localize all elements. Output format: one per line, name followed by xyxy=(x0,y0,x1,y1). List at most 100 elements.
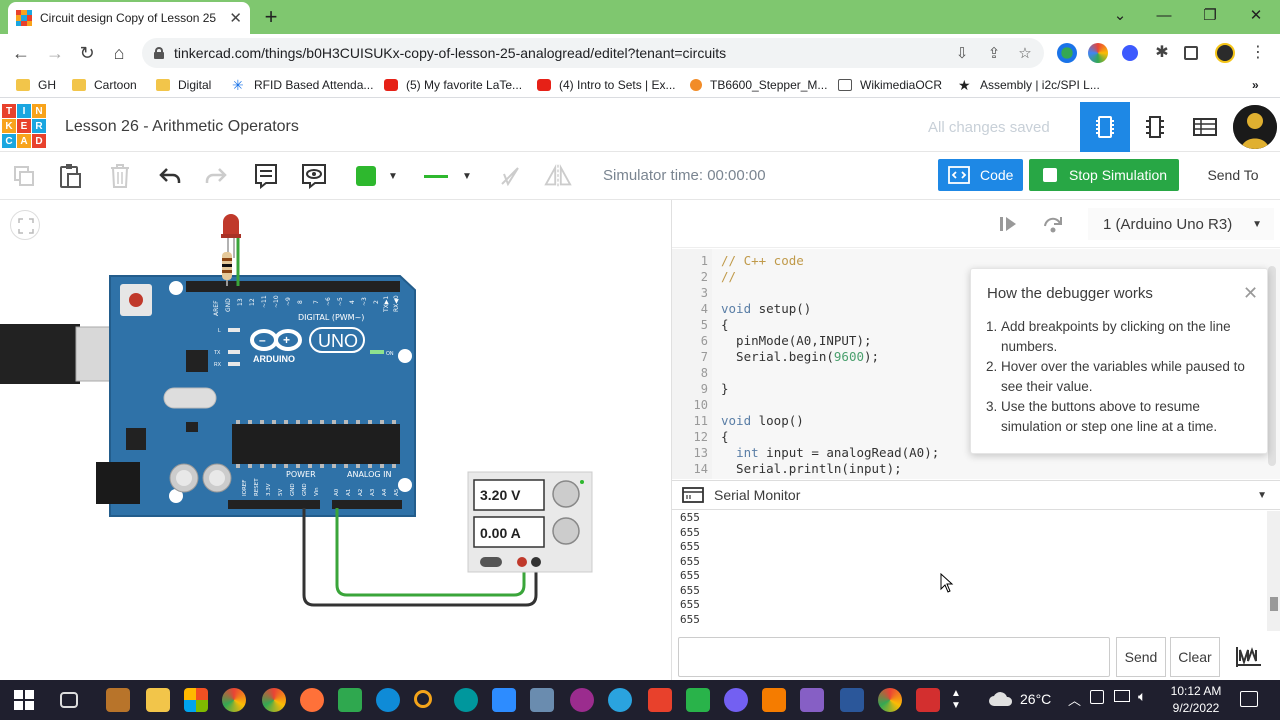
bookmark-latex[interactable]: (5) My favorite LaTe... xyxy=(384,76,522,94)
fritzing-icon[interactable] xyxy=(916,688,940,712)
close-tab-icon[interactable]: ✕ xyxy=(229,10,242,27)
line-number[interactable]: 10 xyxy=(693,398,708,412)
note-icon[interactable] xyxy=(252,162,280,190)
line-number[interactable]: 13 xyxy=(693,446,708,460)
delete-icon[interactable] xyxy=(106,162,134,190)
line-number-gutter[interactable] xyxy=(672,249,712,479)
chevron-up-icon[interactable]: ︿ xyxy=(1068,693,1082,708)
user-avatar[interactable] xyxy=(1233,105,1277,149)
visual-studio-icon[interactable] xyxy=(800,688,824,712)
word-icon[interactable] xyxy=(840,688,864,712)
code-button[interactable]: Code xyxy=(938,159,1023,191)
more-bookmarks-icon[interactable]: » xyxy=(1252,78,1259,92)
tinkercad-logo[interactable]: T I N K E R C A D xyxy=(2,104,46,148)
back-icon[interactable]: ← xyxy=(12,43,30,63)
code-line[interactable]: 9} xyxy=(672,381,1280,397)
arduino-ide-icon[interactable] xyxy=(454,688,478,712)
component-list-button[interactable] xyxy=(1180,102,1230,152)
app-c-green-icon[interactable] xyxy=(686,688,710,712)
graph-button[interactable] xyxy=(1224,637,1274,677)
bookmark-assembly[interactable]: ★Assembly | i2c/SPI L... xyxy=(958,77,1100,93)
chrome-profile-icon[interactable] xyxy=(262,688,286,712)
bookmark-star-icon[interactable]: ☆ xyxy=(1018,45,1032,62)
side-panel-icon[interactable] xyxy=(1184,46,1198,60)
circuit-view-button[interactable] xyxy=(1080,102,1130,152)
windows-start-icon[interactable] xyxy=(12,688,36,712)
arduino-board[interactable] xyxy=(109,275,416,517)
xampp-icon[interactable] xyxy=(762,688,786,712)
serial-scrollbar[interactable] xyxy=(1267,511,1280,631)
zoom-icon[interactable] xyxy=(492,688,516,712)
extension-color-icon[interactable] xyxy=(1088,43,1108,63)
library-app-icon[interactable] xyxy=(106,688,130,712)
editor-scrollbar[interactable] xyxy=(1268,266,1276,466)
serial-input[interactable] xyxy=(678,637,1110,677)
file-explorer-icon[interactable] xyxy=(146,688,170,712)
profile-avatar-icon[interactable] xyxy=(1215,43,1235,63)
extensions-puzzle-icon[interactable]: ✱ xyxy=(1155,44,1169,61)
forward-icon[interactable]: → xyxy=(46,43,64,63)
pdf-app-icon[interactable] xyxy=(570,688,594,712)
extension-gear-icon[interactable] xyxy=(1122,45,1138,61)
share-icon[interactable]: ⇪ xyxy=(987,45,1001,62)
reload-icon[interactable]: ↻ xyxy=(79,43,95,63)
power-supply[interactable] xyxy=(467,471,593,573)
copy-icon[interactable] xyxy=(10,162,38,190)
red-led[interactable] xyxy=(221,214,241,258)
bookmark-wikimediaocr[interactable]: WikimediaOCR xyxy=(838,76,942,94)
line-number[interactable]: 14 xyxy=(693,462,708,476)
restore-icon[interactable]: ❐ xyxy=(1203,7,1217,24)
notes-visibility-icon[interactable] xyxy=(300,162,328,190)
viber-icon[interactable] xyxy=(724,688,748,712)
edge-icon[interactable] xyxy=(376,688,400,712)
close-icon[interactable]: ✕ xyxy=(1243,283,1259,303)
device-select[interactable]: 1 (Arduino Uno R3) ▼ xyxy=(1088,208,1274,240)
schematic-view-button[interactable] xyxy=(1130,102,1180,152)
code-line[interactable]: 8 xyxy=(672,365,1280,381)
address-bar[interactable]: tinkercad.com/things/b0H3CUISUKx-copy-of… xyxy=(142,38,1044,68)
app-c-red-icon[interactable] xyxy=(648,688,672,712)
minimize-icon[interactable]: — xyxy=(1156,7,1172,24)
search-icon[interactable] xyxy=(414,690,432,708)
caret-down-icon[interactable]: ▼ xyxy=(1257,489,1267,501)
install-icon[interactable]: ⇩ xyxy=(955,45,969,62)
line-number[interactable]: 2 xyxy=(700,270,708,284)
system-clock[interactable]: 10:12 AM 9/2/2022 xyxy=(1170,684,1222,715)
paste-icon[interactable] xyxy=(56,162,84,190)
bookmark-sets[interactable]: (4) Intro to Sets | Ex... xyxy=(537,76,676,94)
weather-widget[interactable]: 26°C xyxy=(988,690,1051,708)
code-line[interactable]: 7 Serial.begin(9600); xyxy=(672,349,1280,365)
fill-color-picker[interactable]: ▼ xyxy=(350,162,406,190)
code-line[interactable]: 14 Serial.println(input); xyxy=(672,461,1280,477)
close-window-icon[interactable]: ✕ xyxy=(1249,7,1263,24)
telegram-icon[interactable] xyxy=(608,688,632,712)
firefox-icon[interactable] xyxy=(300,688,324,712)
home-icon[interactable]: ⌂ xyxy=(113,43,125,63)
task-view-icon[interactable] xyxy=(60,692,78,708)
code-line[interactable]: 6 pinMode(A0,INPUT); xyxy=(672,333,1280,349)
chevron-down-icon[interactable]: ⌄ xyxy=(1113,7,1127,24)
step-over-icon[interactable] xyxy=(1042,214,1064,239)
line-number[interactable]: 6 xyxy=(700,334,708,348)
network-icon[interactable] xyxy=(1114,690,1130,702)
bookmark-rfid[interactable]: ✳RFID Based Attenda... xyxy=(232,77,374,93)
code-line[interactable]: 3 xyxy=(672,285,1280,301)
taskbar-scroll-icon[interactable]: ▲▼ xyxy=(951,688,961,711)
code-line[interactable]: 2// xyxy=(672,269,1280,285)
ground-wire[interactable] xyxy=(302,508,538,607)
menu-kebab-icon[interactable]: ⋮ xyxy=(1250,44,1266,61)
new-tab-icon[interactable]: + xyxy=(264,4,278,29)
clear-button[interactable]: Clear xyxy=(1170,637,1220,677)
battery-icon[interactable] xyxy=(1090,690,1104,704)
resume-icon[interactable] xyxy=(998,214,1018,239)
code-line[interactable]: 10 xyxy=(672,397,1280,413)
flip-icon[interactable] xyxy=(544,162,572,190)
send-button[interactable]: Send xyxy=(1116,637,1166,677)
line-number[interactable]: 7 xyxy=(700,350,708,364)
code-line[interactable]: 1// C++ code xyxy=(672,253,1280,269)
app-icon[interactable] xyxy=(338,688,362,712)
zoom-to-fit-icon[interactable] xyxy=(10,210,40,240)
extension-globe-icon[interactable] xyxy=(1057,43,1077,63)
bookmark-gh[interactable]: GH xyxy=(16,76,56,94)
